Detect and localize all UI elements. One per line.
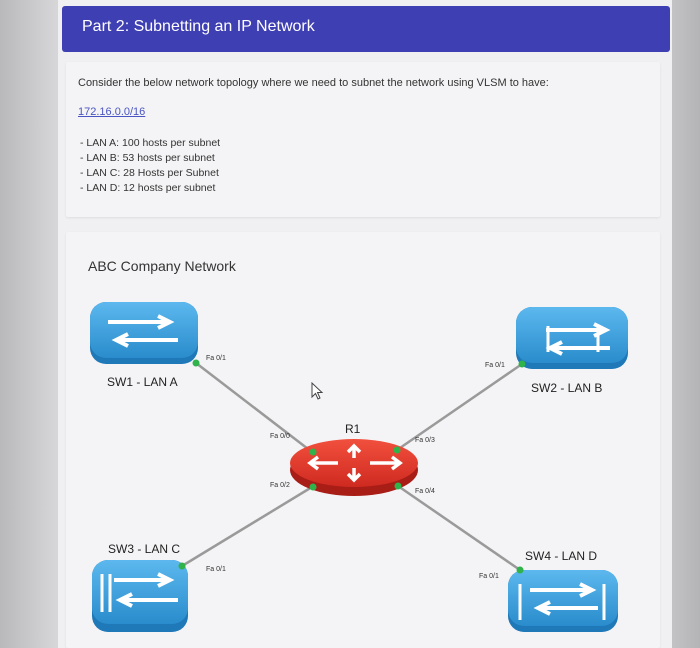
sw3-port-label: Fa 0/1 xyxy=(206,566,226,573)
sw4-label: SW4 - LAN D xyxy=(525,549,598,563)
sw3-switch-icon[interactable] xyxy=(92,560,188,632)
port-dot xyxy=(309,448,317,456)
r1-label: R1 xyxy=(345,422,361,436)
port-dot xyxy=(394,482,402,490)
link-sw1-r1 xyxy=(195,362,313,453)
sw4-port-label: Fa 0/1 xyxy=(479,573,499,580)
sw1-switch-icon[interactable] xyxy=(90,302,198,364)
mouse-cursor-icon xyxy=(311,381,324,400)
problem-card xyxy=(66,62,660,217)
port-dot xyxy=(192,359,200,367)
list-item: - LAN C: 28 Hosts per Subnet xyxy=(80,167,219,179)
page-header: Part 2: Subnetting an IP Network xyxy=(62,6,670,52)
sw1-port-label: Fa 0/1 xyxy=(206,355,226,362)
list-item: - LAN B: 53 hosts per subnet xyxy=(80,152,215,164)
r1-port-fa00-label: Fa 0/0 xyxy=(270,433,290,440)
r1-port-fa03-label: Fa 0/3 xyxy=(415,437,435,444)
requirements-list: - LAN A: 100 hosts per subnet - LAN B: 5… xyxy=(80,136,220,196)
network-address-link[interactable]: 172.16.0.0/16 xyxy=(78,106,146,118)
sw1-label: SW1 - LAN A xyxy=(107,375,178,389)
link-sw3-r1 xyxy=(181,485,313,568)
link-sw2-r1 xyxy=(396,362,523,452)
sw3-label: SW3 - LAN C xyxy=(108,542,181,556)
sw2-port-label: Fa 0/1 xyxy=(485,362,505,369)
link-sw4-r1 xyxy=(397,484,521,572)
port-dot xyxy=(393,446,401,454)
port-dot xyxy=(178,562,186,570)
port-dot xyxy=(518,360,526,368)
intro-text: Consider the below network topology wher… xyxy=(78,77,549,89)
port-dot xyxy=(516,566,524,574)
diagram-title: ABC Company Network xyxy=(88,258,236,274)
sw2-label: SW2 - LAN B xyxy=(531,381,603,395)
list-item: - LAN D: 12 hosts per subnet xyxy=(80,182,216,194)
port-dot xyxy=(309,483,317,491)
sw2-switch-icon[interactable] xyxy=(516,307,628,369)
sw4-switch-icon[interactable] xyxy=(508,570,618,632)
page-title: Part 2: Subnetting an IP Network xyxy=(82,18,315,35)
r1-router-icon[interactable] xyxy=(290,439,418,496)
r1-port-fa02-label: Fa 0/2 xyxy=(270,482,290,489)
r1-port-fa04-label: Fa 0/4 xyxy=(415,488,435,495)
list-item: - LAN A: 100 hosts per subnet xyxy=(80,137,221,149)
